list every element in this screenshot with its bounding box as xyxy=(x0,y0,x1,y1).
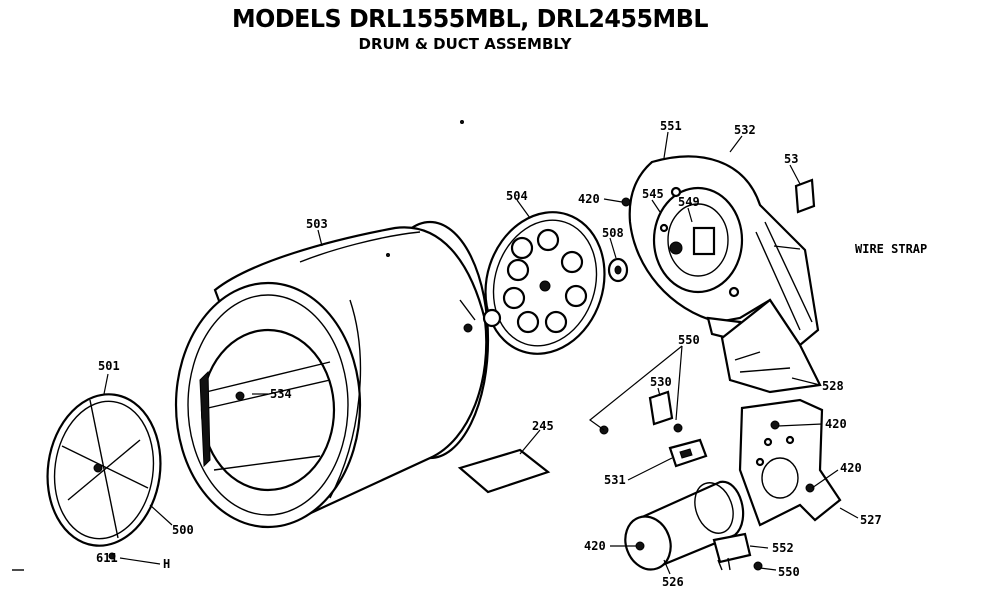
small-parts xyxy=(12,120,816,571)
callout-528: 528 xyxy=(822,379,844,393)
callout-532: 532 xyxy=(734,123,756,137)
drum-503 xyxy=(174,220,490,529)
front-seal-501 xyxy=(46,393,162,547)
callout-545: 545 xyxy=(642,187,664,201)
callout-611: 611 xyxy=(96,551,118,565)
callout-420-right: 420 xyxy=(840,461,862,475)
diagram-title: MODELS DRL1555MBL, DRL2455MBL xyxy=(231,4,709,33)
motor-mount-527 xyxy=(738,398,842,527)
callout-500: 500 xyxy=(172,523,194,537)
callout-h: H xyxy=(163,557,170,571)
callout-526: 526 xyxy=(662,575,684,589)
callout-503: 503 xyxy=(306,217,328,231)
callout-420-top: 420 xyxy=(578,192,600,206)
callout-245: 245 xyxy=(532,419,554,433)
callout-551: 551 xyxy=(660,119,682,133)
diagram-subtitle: DRUM & DUCT ASSEMBLY xyxy=(358,35,572,53)
callout-550-top: 550 xyxy=(678,333,700,347)
blower-housing-532 xyxy=(628,155,820,347)
callout-508: 508 xyxy=(602,226,624,240)
callout-420-mount: 420 xyxy=(825,417,847,431)
callout-420-motor: 420 xyxy=(584,539,606,553)
callout-53: 53 xyxy=(784,152,798,166)
motor-526 xyxy=(624,480,745,571)
callout-wire-strap: WIRE STRAP xyxy=(855,242,927,256)
callout-labels: 503 504 501 534 500 611 H 245 420 551 53… xyxy=(96,119,927,589)
callout-549: 549 xyxy=(678,195,700,209)
callout-501: 501 xyxy=(98,359,120,373)
leader-lines xyxy=(103,131,859,575)
callout-504: 504 xyxy=(506,189,528,203)
rear-drum-head-504 xyxy=(482,211,606,355)
callout-527: 527 xyxy=(860,513,882,527)
callout-550-bottom: 550 xyxy=(778,565,800,579)
callout-530: 530 xyxy=(650,375,672,389)
callout-531: 531 xyxy=(604,473,626,487)
callout-552: 552 xyxy=(772,541,794,555)
callout-534: 534 xyxy=(270,387,292,401)
